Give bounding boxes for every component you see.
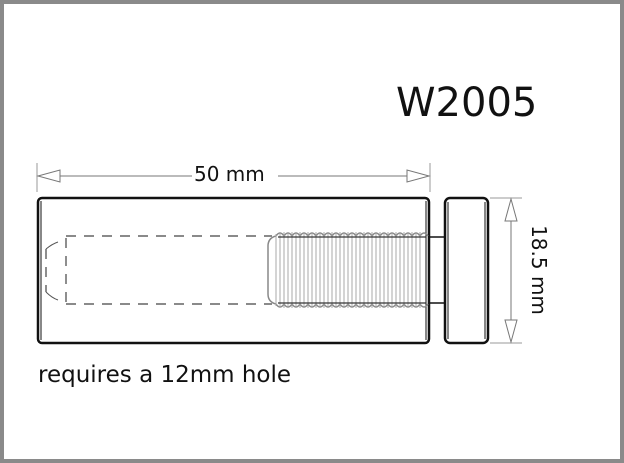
diameter-dimension <box>490 197 522 344</box>
threaded-stud <box>267 232 429 308</box>
length-dimension <box>36 163 431 192</box>
arrow-left-icon <box>36 169 61 183</box>
internal-hole-dashed <box>45 235 272 305</box>
length-dimension-label: 50 mm <box>192 162 267 186</box>
barrel <box>36 196 431 345</box>
diameter-dimension-label: 18.5 mm <box>527 225 551 315</box>
hole-requirement-note: requires a 12mm hole <box>38 362 292 388</box>
stud-connector <box>429 236 445 304</box>
part-number-title: W2005 <box>396 80 538 126</box>
arrow-up-icon <box>504 197 518 222</box>
cap <box>443 196 490 345</box>
arrow-right-icon <box>406 169 431 183</box>
arrow-down-icon <box>504 319 518 344</box>
